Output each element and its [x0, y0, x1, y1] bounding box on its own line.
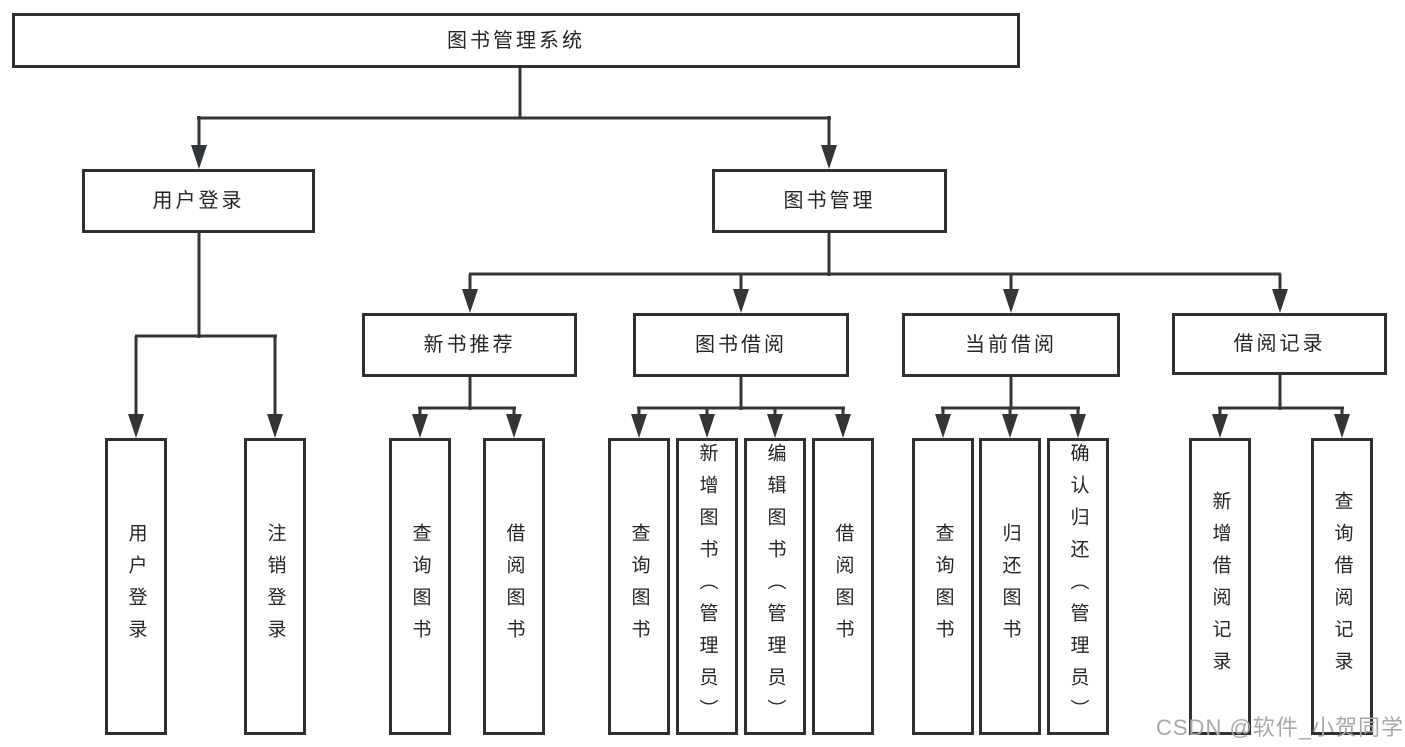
node-user-login: 用户登录	[82, 169, 315, 233]
node-new-book-recommend: 新书推荐	[362, 313, 577, 377]
leaf-newbooks-query: 查询图书	[389, 438, 451, 735]
leaf-currentborrow-query: 查询图书	[912, 438, 974, 735]
leaf-currentborrow-confirm: 确认归还（管理员）	[1047, 438, 1109, 735]
leaf-currentborrow-return: 归还图书	[979, 438, 1041, 735]
node-root: 图书管理系统	[12, 13, 1020, 68]
leaf-records-add: 新增借阅记录	[1189, 438, 1251, 735]
node-borrow-records: 借阅记录	[1172, 313, 1387, 375]
node-current-borrow: 当前借阅	[902, 313, 1120, 377]
leaf-newbooks-borrow: 借阅图书	[483, 438, 545, 735]
watermark: CSDN @软件_小贺同学	[1156, 715, 1405, 740]
leaf-bookborrow-borrow: 借阅图书	[812, 438, 874, 735]
leaf-bookborrow-add: 新增图书（管理员）	[676, 438, 738, 735]
node-book-management: 图书管理	[712, 169, 947, 233]
leaf-bookborrow-edit: 编辑图书（管理员）	[744, 438, 806, 735]
node-book-borrow: 图书借阅	[633, 313, 849, 377]
leaf-bookborrow-query: 查询图书	[608, 438, 670, 735]
leaf-logout: 注销登录	[244, 438, 306, 735]
leaf-user-login: 用户登录	[105, 438, 167, 735]
leaf-records-query: 查询借阅记录	[1311, 438, 1373, 735]
